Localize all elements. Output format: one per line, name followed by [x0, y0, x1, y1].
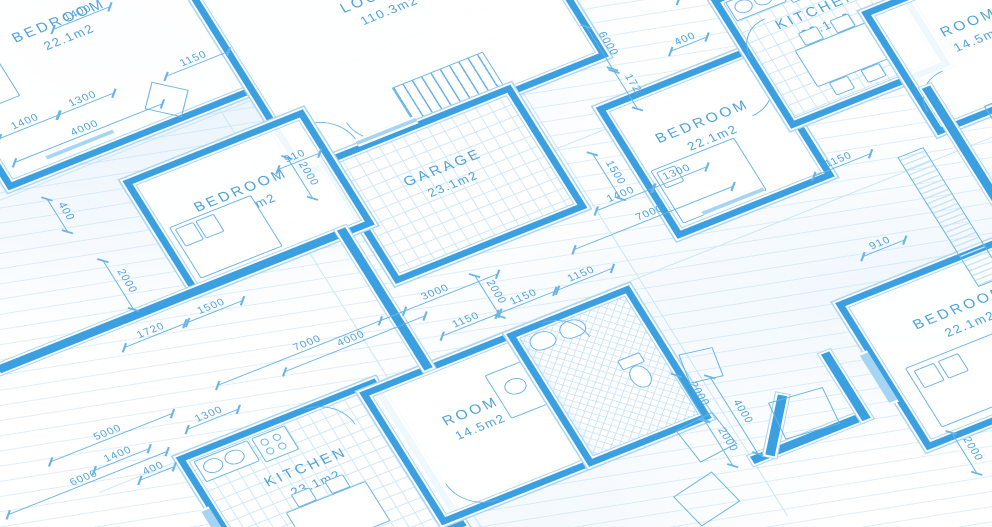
- dimension: 1300: [186, 404, 238, 430]
- door-arc-icon: [304, 395, 357, 439]
- dimension: 1720: [124, 320, 185, 348]
- dimension: 400: [670, 30, 707, 52]
- dimension: 1500: [187, 296, 242, 323]
- dimension-label: 6000: [67, 467, 101, 489]
- dimension-label: 4000: [729, 397, 756, 425]
- room-label: GARAGE 23.1m2: [348, 124, 547, 228]
- dimension-label: 1150: [822, 149, 855, 170]
- dimension-label: 7000: [291, 333, 324, 354]
- dimension-label: 1400: [604, 184, 638, 205]
- dimension-label: 3000: [419, 282, 452, 303]
- dimension: 400: [46, 198, 77, 232]
- dimension: 2000: [102, 260, 140, 309]
- dimension: 1150: [499, 287, 555, 314]
- room-label: ROOM 14.5m2: [889, 0, 992, 77]
- dimension: 1150: [442, 310, 497, 337]
- dimension-label: 2000: [483, 278, 509, 306]
- dimension-label: 1150: [565, 264, 598, 285]
- dimension: 910: [862, 234, 905, 257]
- dimension: 2000: [474, 275, 509, 316]
- dimension-label: 1500: [195, 296, 228, 317]
- dimension-label: 1720: [134, 320, 168, 341]
- tile-icon: [673, 471, 741, 527]
- dimension-label: 400: [672, 30, 699, 48]
- dimension: 6000: [7, 451, 167, 516]
- door-arc-icon: [444, 469, 500, 514]
- room-area: 110.3m2: [357, 0, 421, 28]
- dimension-label: 1400: [101, 444, 135, 465]
- dimension-label: 1150: [450, 310, 482, 330]
- dimension-label: 5000: [91, 422, 125, 443]
- dimension-label: 1300: [192, 404, 226, 425]
- dimension-label: 400: [55, 200, 77, 223]
- dimension-label: 1150: [507, 287, 540, 308]
- room-label: LOUNGE 110.3m2: [228, 0, 541, 77]
- dimension-label: 2000: [960, 435, 986, 463]
- dimension: 7000: [217, 311, 404, 386]
- dimension: 400: [139, 460, 174, 481]
- dimension: 2000: [950, 432, 985, 473]
- dimension-label: 2000: [114, 267, 140, 295]
- dimension-label: 400: [140, 459, 167, 478]
- dimension-label: 910: [867, 234, 894, 252]
- dimension-label: 1500: [602, 158, 628, 186]
- dimension-label: 7000: [633, 202, 667, 224]
- dimension: 1150: [557, 264, 612, 291]
- dimension: 1500: [592, 153, 628, 199]
